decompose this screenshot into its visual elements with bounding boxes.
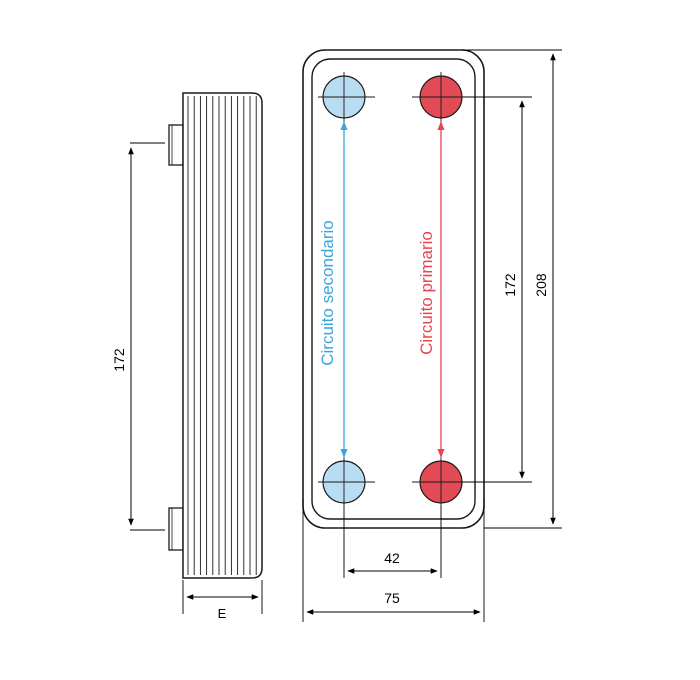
side-height-label: 172 (111, 348, 127, 372)
front-inner-frame (311, 58, 476, 520)
port-primary-bottom (416, 457, 466, 507)
overall-width-label: 75 (384, 590, 400, 606)
plate-lines (187, 96, 257, 575)
primary-circuit-label: Circuito primario (417, 231, 436, 355)
bottom-connection-stub (168, 507, 184, 551)
port-spacing-horizontal-label: 42 (384, 550, 400, 566)
top-connection-stub (168, 124, 184, 166)
port-spacing-vertical-label: 172 (502, 273, 518, 297)
port-secondary-bottom (319, 457, 369, 507)
overall-height-label: 208 (533, 273, 549, 297)
port-secondary-top (319, 72, 369, 122)
secondary-circuit-label: Circuito secondario (318, 220, 337, 366)
port-primary-top (416, 72, 466, 122)
plate-pack-body (182, 92, 263, 579)
side-view: 172 E (111, 92, 263, 621)
front-view: Circuito secondario Circuito primario 42… (302, 49, 562, 622)
width-e-label: E (218, 606, 227, 621)
